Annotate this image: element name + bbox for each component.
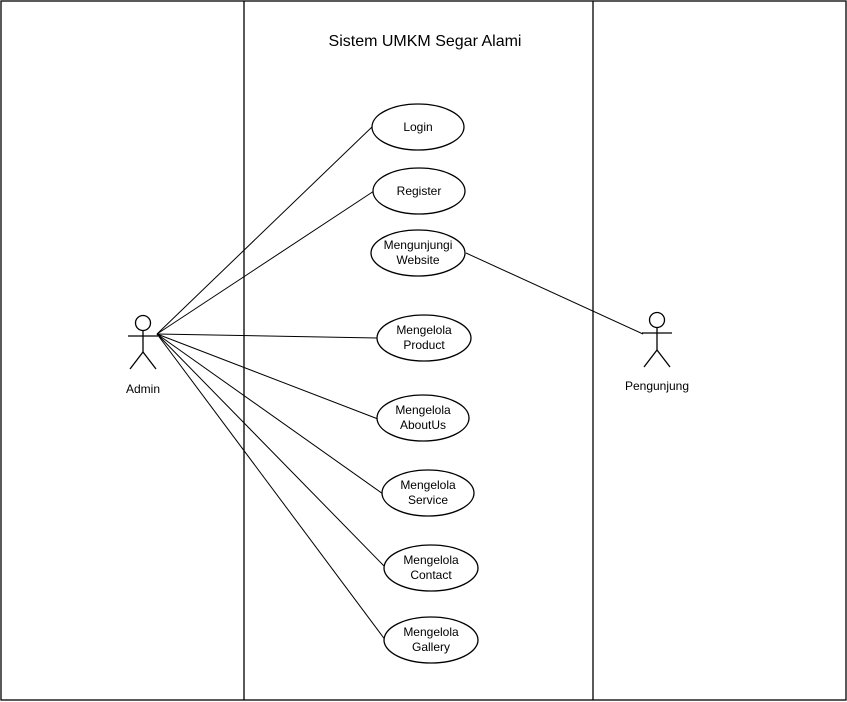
association-admin-login bbox=[156, 125, 374, 335]
use-case-label-line-2: Gallery bbox=[412, 640, 450, 654]
actor-admin[interactable]: Admin bbox=[126, 314, 160, 397]
use-case-label-line-1: Mengelola bbox=[403, 553, 459, 567]
use-case-manage-contact[interactable]: Mengelola Contact bbox=[383, 544, 479, 592]
use-case-register[interactable]: Register bbox=[372, 167, 466, 215]
actor-label: Admin bbox=[126, 382, 160, 396]
use-case-ellipse bbox=[383, 616, 479, 664]
association-admin-manage_product bbox=[156, 333, 378, 339]
use-case-ellipse bbox=[370, 229, 466, 277]
association-admin-manage_gallery bbox=[156, 333, 387, 642]
use-case-label: Login bbox=[403, 120, 432, 134]
use-case-label-line-2: Service bbox=[408, 493, 448, 507]
use-case-label-line-1: Mengelola bbox=[395, 403, 451, 417]
association-admin-manage_contact bbox=[156, 333, 387, 569]
use-case-ellipse bbox=[371, 103, 465, 151]
association-admin-manage_service bbox=[156, 333, 384, 495]
actor-label: Pengunjung bbox=[625, 379, 689, 393]
stick-figure-icon bbox=[128, 314, 158, 370]
use-case-label-line-2: Product bbox=[403, 338, 445, 352]
use-case-manage-aboutus[interactable]: Mengelola AboutUs bbox=[376, 394, 470, 442]
association-admin-register bbox=[156, 190, 375, 335]
use-case-label-line-2: Website bbox=[396, 253, 439, 267]
use-case-manage-product[interactable]: Mengelola Product bbox=[376, 314, 472, 362]
use-case-label-line-2: Contact bbox=[410, 568, 452, 582]
use-case-label: Register bbox=[397, 184, 442, 198]
use-case-login[interactable]: Login bbox=[371, 103, 465, 151]
use-case-manage-gallery[interactable]: Mengelola Gallery bbox=[383, 616, 479, 664]
use-case-ellipse bbox=[376, 314, 472, 362]
use-case-label-line-1: Mengelola bbox=[400, 478, 456, 492]
association-admin-manage_aboutus bbox=[156, 333, 379, 420]
associations bbox=[156, 125, 644, 642]
use-case-ellipse bbox=[372, 167, 466, 215]
stick-figure-icon bbox=[642, 311, 672, 368]
use-case-label-line-1: Mengunjungi bbox=[384, 238, 453, 252]
use-case-label-line-1: Mengelola bbox=[396, 323, 452, 337]
use-case-label-line-2: AboutUs bbox=[400, 418, 446, 432]
system-title: Sistem UMKM Segar Alami bbox=[329, 33, 522, 50]
use-case-manage-service[interactable]: Mengelola Service bbox=[381, 469, 475, 517]
use-case-ellipse bbox=[376, 394, 470, 442]
use-case-label-line-1: Mengelola bbox=[403, 625, 459, 639]
use-case-ellipse bbox=[381, 469, 475, 517]
association-visitor-visit_website bbox=[465, 252, 644, 335]
actor-visitor[interactable]: Pengunjung bbox=[625, 311, 689, 394]
use-case-visit-website[interactable]: Mengunjungi Website bbox=[370, 229, 466, 277]
use-case-ellipse bbox=[383, 544, 479, 592]
